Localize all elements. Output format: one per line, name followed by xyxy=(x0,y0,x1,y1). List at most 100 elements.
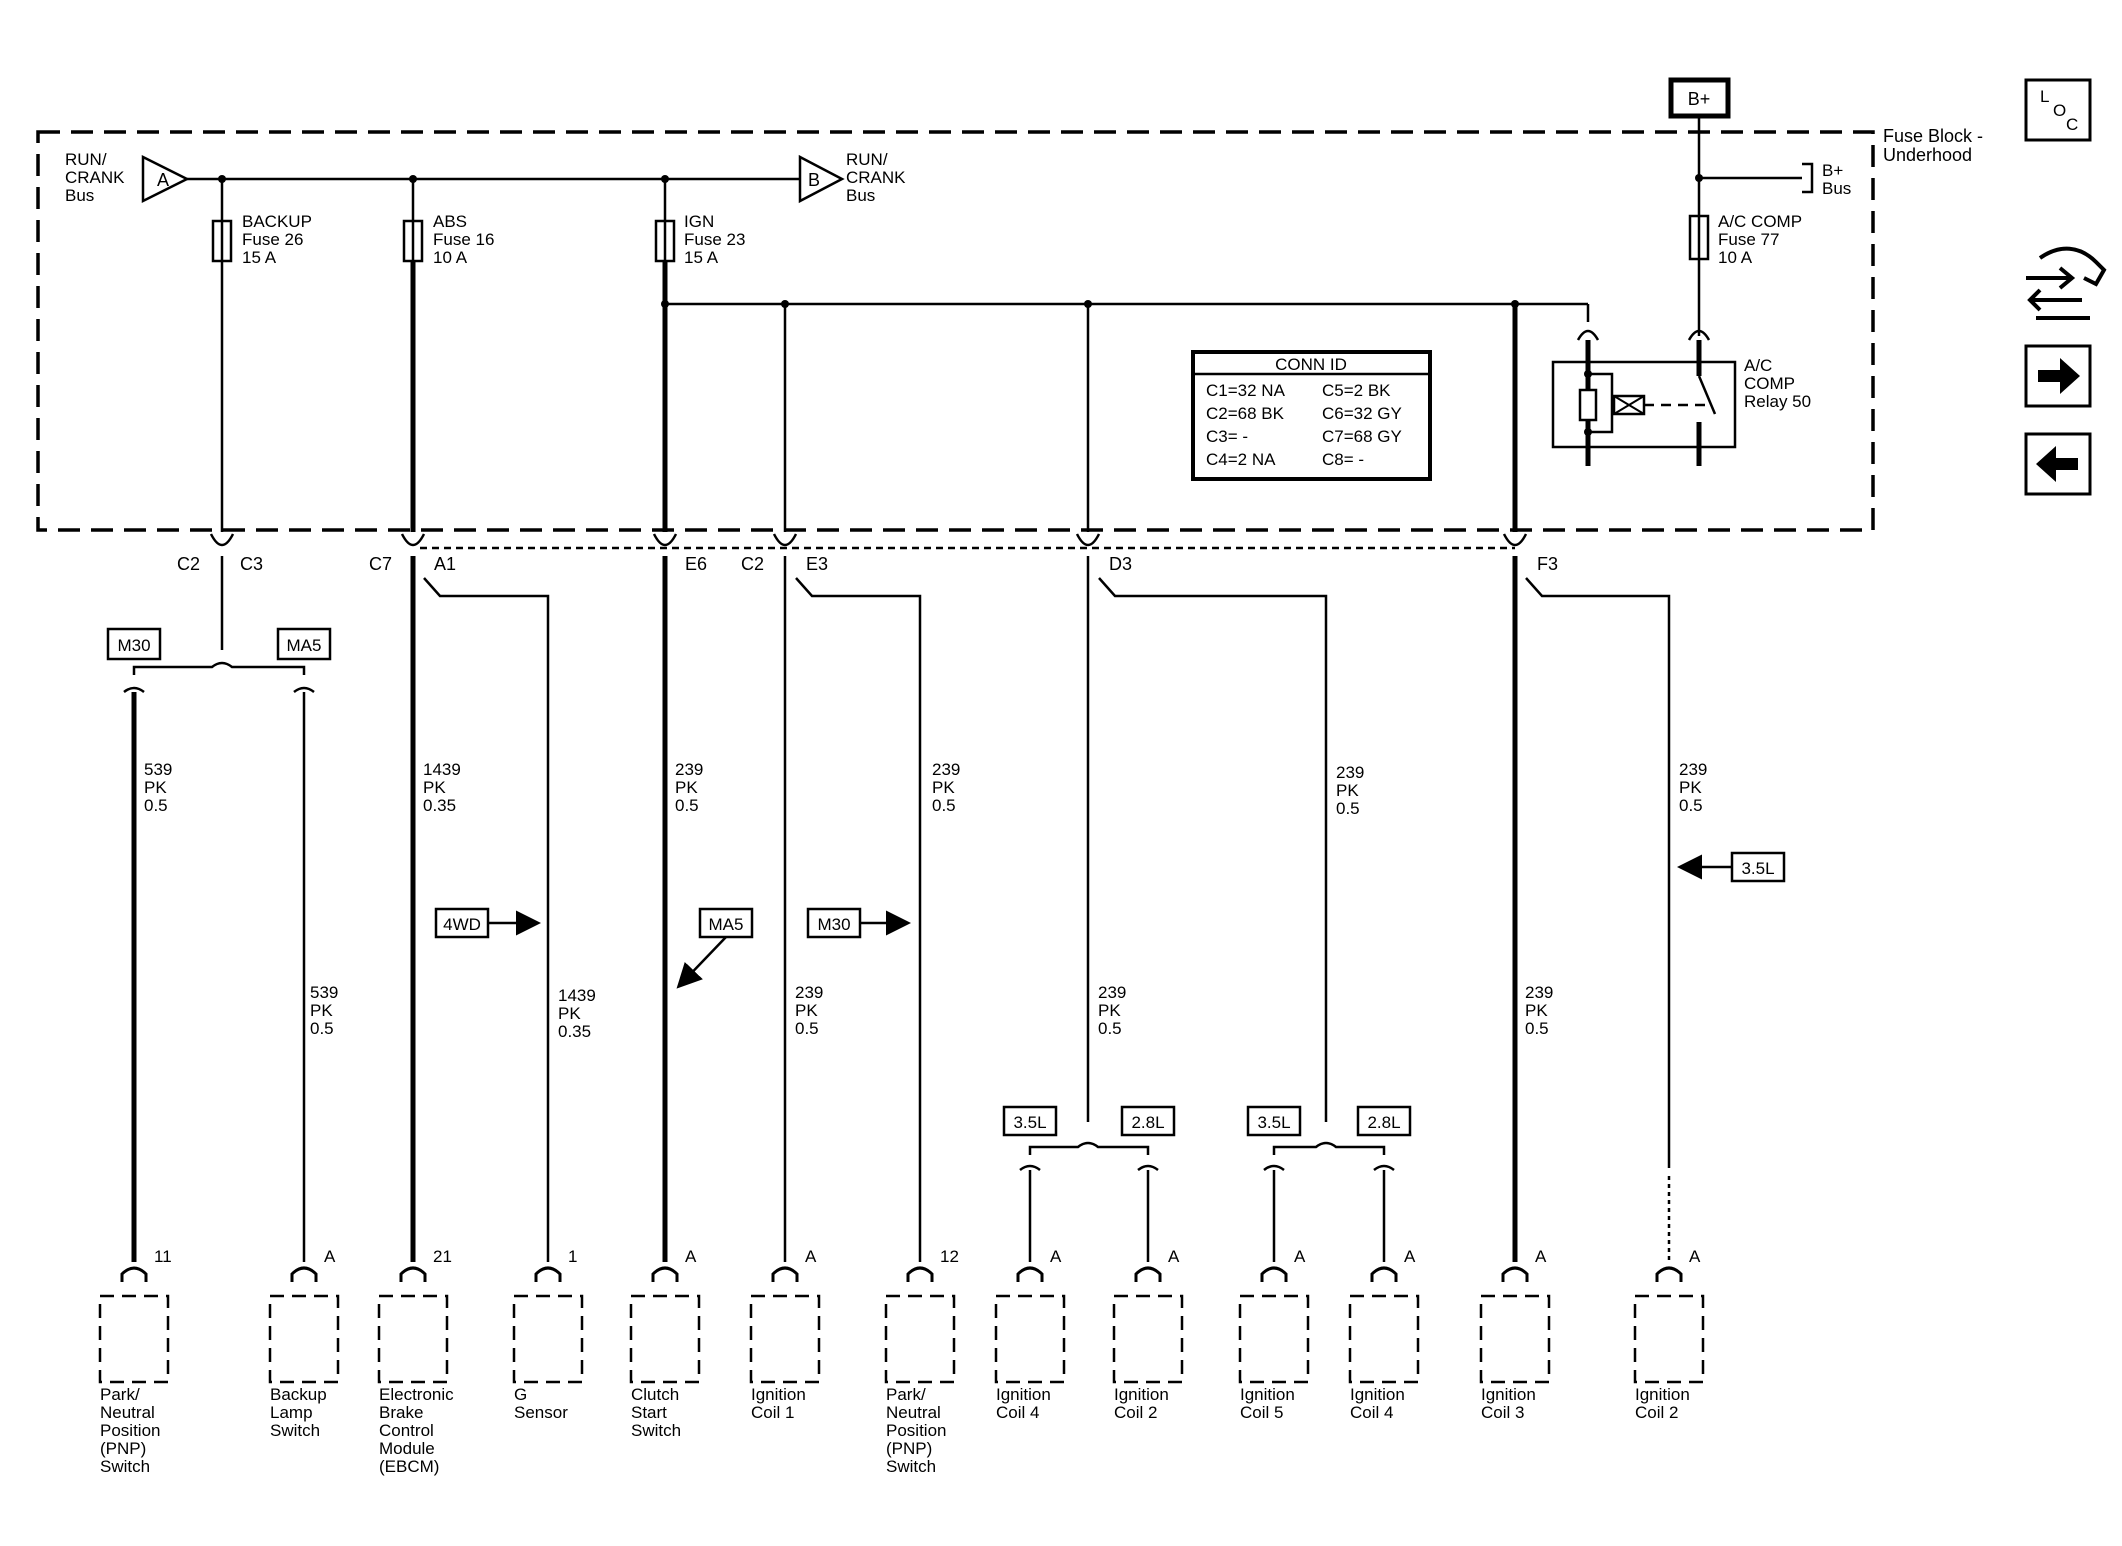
wire-239-d3-right xyxy=(1098,577,1328,1122)
option-bracket xyxy=(1272,1141,1386,1155)
svg-text:C1=32 NA: C1=32 NA xyxy=(1206,381,1286,400)
svg-text:C8= -: C8= - xyxy=(1322,450,1364,469)
wiring-connectors-icon[interactable] xyxy=(2026,246,2107,320)
pin-label: 21 xyxy=(433,1247,452,1266)
arrow-left-icon xyxy=(2036,446,2078,482)
svg-text:O: O xyxy=(2053,101,2066,120)
connector-cup xyxy=(1260,1266,1288,1282)
component-box xyxy=(377,1294,449,1384)
svg-text:A/C COMP Fuse 77 1: A/C COMP Fuse 77 10 A xyxy=(1718,212,1807,267)
svg-text:MA5: MA5 xyxy=(287,636,322,655)
component-box xyxy=(512,1294,584,1384)
svg-text:C7=68 GY: C7=68 GY xyxy=(1322,427,1402,446)
option-bracket xyxy=(132,661,306,675)
connector-label-c2b: C2 xyxy=(741,554,764,574)
connector-cup xyxy=(1016,1266,1044,1282)
svg-text:2.8L: 2.8L xyxy=(1131,1113,1164,1132)
bus-a-triangle xyxy=(141,154,190,204)
connector-cups xyxy=(209,533,1528,547)
connector-label-c7: C7 xyxy=(369,554,392,574)
fuse-abs: ABS Fuse 16 10 A xyxy=(402,179,494,267)
connector-label-e6: E6 xyxy=(685,554,707,574)
tag-35l xyxy=(1002,1105,1058,1137)
loc-button[interactable]: L O C xyxy=(2024,78,2092,142)
component-box xyxy=(1112,1294,1184,1384)
forward-arrow-button[interactable] xyxy=(2024,344,2092,408)
connector-label-c3: C3 xyxy=(240,554,263,574)
tag-m30-arrow xyxy=(806,907,862,939)
bus-a-letter: A xyxy=(157,170,169,190)
pin-label: A xyxy=(1294,1247,1306,1266)
pin-label: 1 xyxy=(568,1247,577,1266)
connector-label-a1: A1 xyxy=(434,554,456,574)
component-box xyxy=(994,1294,1066,1384)
connector-cup xyxy=(120,1266,148,1282)
tag-4wd xyxy=(434,907,490,939)
pin-label: A xyxy=(1689,1247,1701,1266)
tag-ma5 xyxy=(276,627,332,661)
pin-label: A xyxy=(1404,1247,1416,1266)
relay-terminal xyxy=(1687,329,1711,341)
svg-text:C4=2 NA: C4=2 NA xyxy=(1206,450,1276,469)
component-box xyxy=(1633,1294,1705,1384)
wire-239-coil2-right xyxy=(1525,577,1671,1168)
connector-cup xyxy=(651,1266,679,1282)
component-box xyxy=(268,1294,340,1384)
tag-28l xyxy=(1120,1105,1176,1137)
svg-text:C5=2 BK: C5=2 BK xyxy=(1322,381,1391,400)
tag-28l xyxy=(1356,1105,1412,1137)
b-plus-label: B+ xyxy=(1688,89,1711,109)
arrow-ma5 xyxy=(676,936,727,989)
connector-cup xyxy=(906,1266,934,1282)
fuse-block-outline xyxy=(36,130,1875,532)
fuse-ac-comp: A/C COMP Fuse 77 10 A xyxy=(1688,212,1807,336)
svg-text:M30: M30 xyxy=(817,915,850,934)
svg-text:C3= -: C3= - xyxy=(1206,427,1248,446)
arrow-right-icon xyxy=(2038,358,2080,394)
connector-cup xyxy=(1501,1266,1529,1282)
component-box xyxy=(749,1294,821,1384)
pin-label: A xyxy=(1050,1247,1062,1266)
conn-id-table: CONN ID C1=32 NA C2=68 BK C3= - C4=2 NA … xyxy=(1191,350,1432,481)
component-box xyxy=(884,1294,956,1384)
svg-text:3.5L: 3.5L xyxy=(1257,1113,1290,1132)
svg-text:M30: M30 xyxy=(117,636,150,655)
svg-text:2.8L: 2.8L xyxy=(1367,1113,1400,1132)
svg-text:4WD: 4WD xyxy=(443,915,481,934)
back-arrow-button[interactable] xyxy=(2024,432,2092,496)
pin-label: A xyxy=(324,1247,336,1266)
wire-1439-g-sensor xyxy=(423,577,550,1262)
component-box xyxy=(98,1294,170,1384)
connector-cup xyxy=(399,1266,427,1282)
connector-label-d3: D3 xyxy=(1109,554,1132,574)
pin-label: 12 xyxy=(940,1247,959,1266)
svg-text:CONN ID: CONN ID xyxy=(1275,355,1347,374)
splice-dot xyxy=(661,300,669,308)
b-plus-bus-label: B+ Bus xyxy=(1822,161,1851,198)
svg-text:3.5L: 3.5L xyxy=(1013,1113,1046,1132)
svg-text:IGN Fuse 23 15 A: IGN Fuse 23 15 A xyxy=(684,212,750,267)
